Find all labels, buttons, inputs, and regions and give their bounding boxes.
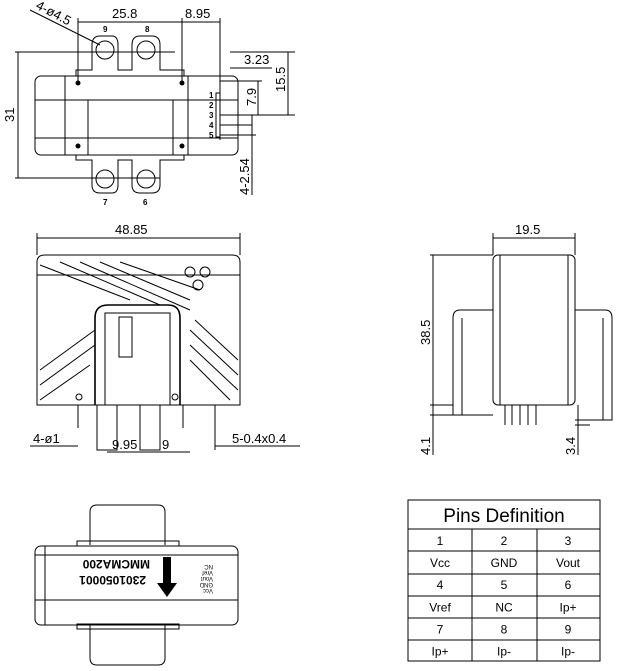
dim-pin-pitch: 4-2.54 (237, 158, 252, 195)
table-cell: Ip+ (559, 600, 576, 614)
pin-label-4: 4 (209, 121, 214, 130)
hole-7 (95, 169, 115, 189)
table-cell: Vout (556, 556, 581, 570)
dim-48-85: 48.85 (115, 222, 148, 237)
pin-name-vcc: Vcc (203, 587, 213, 593)
table-cell: 4 (437, 578, 444, 592)
table-cell: 8 (501, 622, 508, 636)
table-cell: Ip- (561, 645, 575, 659)
dim-15-5: 15.5 (273, 67, 288, 92)
pin-name-vout: Vout (201, 575, 213, 581)
arrow-icon (157, 557, 177, 597)
table-cell: GND (491, 556, 518, 570)
hole-8 (136, 40, 156, 60)
dim-9: 9 (162, 437, 169, 452)
dim-pin-hole: 4-ø1 (33, 431, 60, 446)
dim-25-8: 25.8 (112, 6, 137, 21)
dim-19-5: 19.5 (515, 222, 540, 237)
table-cell: 1 (437, 534, 444, 548)
front-view: 48.85 4-ø1 9.95 9 5-0.4x0.4 (30, 222, 300, 453)
lug-label-7: 7 (103, 198, 108, 207)
bottom-view: 2301050001 MMCMA200 Vcc GND Vout Vref NC (34, 504, 239, 666)
table-cell: 3 (565, 534, 572, 548)
top-view: 25.8 8.95 4-ø4.5 31 3.23 15.5 7.9 4-2.54… (2, 0, 295, 207)
hole-9 (95, 40, 115, 60)
serial-number: 2301050001 (79, 573, 146, 587)
dim-3-23: 3.23 (244, 52, 269, 67)
lug-label-6: 6 (143, 198, 148, 207)
dim-7-9: 7.9 (244, 88, 259, 106)
table-cell: Vref (429, 600, 451, 614)
table-cell: Ip+ (431, 645, 448, 659)
pin-label-1: 1 (209, 91, 214, 100)
dim-8-95: 8.95 (185, 6, 210, 21)
pin-label-2: 2 (209, 101, 214, 110)
table-cell: 9 (565, 622, 572, 636)
table-cell: 6 (565, 578, 572, 592)
table-title: Pins Definition (443, 506, 564, 527)
dim-31: 31 (2, 108, 17, 122)
pin-name-vref: Vref (202, 569, 213, 575)
pin-name-nc: NC (204, 563, 213, 569)
table-cell: 7 (437, 622, 444, 636)
table-cell: 5 (501, 578, 508, 592)
side-view: 19.5 38.5 4.1 3.4 (418, 222, 613, 455)
pin-name-gnd: GND (199, 581, 213, 587)
lug-label-8: 8 (145, 25, 150, 34)
hole-6 (136, 169, 156, 189)
table-cell: Ip- (497, 645, 511, 659)
dim-3-4: 3.4 (563, 437, 578, 455)
dim-4-1: 4.1 (418, 437, 433, 455)
table-cell: NC (495, 600, 513, 614)
lug-label-9: 9 (103, 25, 108, 34)
pin-label-5: 5 (209, 131, 214, 140)
pin-label-3: 3 (209, 111, 214, 120)
table-cell: Vcc (430, 556, 450, 570)
dim-pin-size: 5-0.4x0.4 (232, 431, 286, 446)
table-cell: 2 (501, 534, 508, 548)
dim-9-95: 9.95 (112, 437, 137, 452)
dim-38-5: 38.5 (418, 320, 433, 345)
model-number: MMCMA200 (82, 557, 150, 571)
dim-hole-spec: 4-ø4.5 (34, 0, 74, 28)
